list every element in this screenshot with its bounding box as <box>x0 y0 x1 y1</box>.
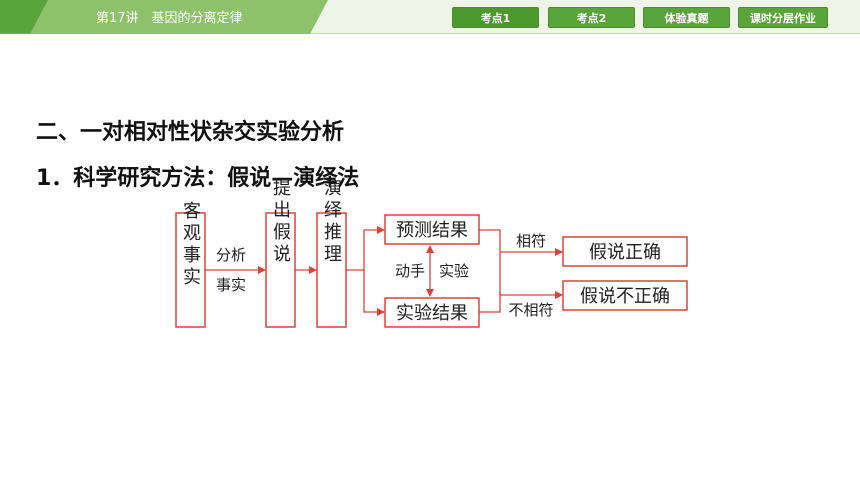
label-analyze-2: 事实 <box>216 276 246 294</box>
tab-real-exam[interactable]: 体验真题 <box>643 7 730 28</box>
label-hands-on-2: 实验 <box>439 262 469 280</box>
box-hypothesis-correct <box>562 236 688 267</box>
label-analyze-1: 分析 <box>216 246 246 264</box>
label-match: 相符 <box>516 232 546 250</box>
tab-point-1[interactable]: 考点1 <box>452 7 539 28</box>
section-heading: 二、一对相对性状杂交实验分析 <box>36 120 345 145</box>
box-objective-fact-text: 客观事实 <box>180 201 201 289</box>
subheading: 1．科学研究方法：假说—演绎法 <box>36 166 360 191</box>
box-hypothesis-incorrect <box>562 280 688 311</box>
line-compare-bottom <box>479 292 501 313</box>
box-predicted-result <box>384 214 480 245</box>
label-hands-on-1: 动手 <box>395 262 425 280</box>
box-deductive-reasoning <box>316 212 347 328</box>
tab-point-2[interactable]: 考点2 <box>548 7 635 28</box>
label-mismatch: 不相符 <box>508 301 553 319</box>
box-propose-hypothesis-text: 提出假说 <box>270 178 291 266</box>
box-hypothesis-incorrect-text: 假说不正确 <box>580 286 670 307</box>
arrow-deduction-branch-bottom <box>363 270 385 316</box>
arrow-deduction-branch-top <box>346 226 385 271</box>
arrow-to-incorrect <box>499 291 563 299</box>
box-hypothesis-correct-text: 假说正确 <box>589 242 661 263</box>
box-experiment-result-text: 实验结果 <box>396 303 468 324</box>
line-compare-top <box>479 229 501 250</box>
lesson-title: 第17讲 基因的分离定律 <box>96 11 243 26</box>
box-experiment-result <box>384 297 480 328</box>
box-propose-hypothesis <box>265 212 296 328</box>
tab-homework[interactable]: 课时分层作业 <box>738 7 828 28</box>
box-predicted-result-text: 预测结果 <box>396 220 468 241</box>
box-objective-fact <box>175 212 206 328</box>
box-deductive-reasoning-text: 演绎推理 <box>321 178 342 266</box>
top-header-bar: 第17讲 基因的分离定律 考点1 考点2 体验真题 课时分层作业 <box>0 0 860 34</box>
